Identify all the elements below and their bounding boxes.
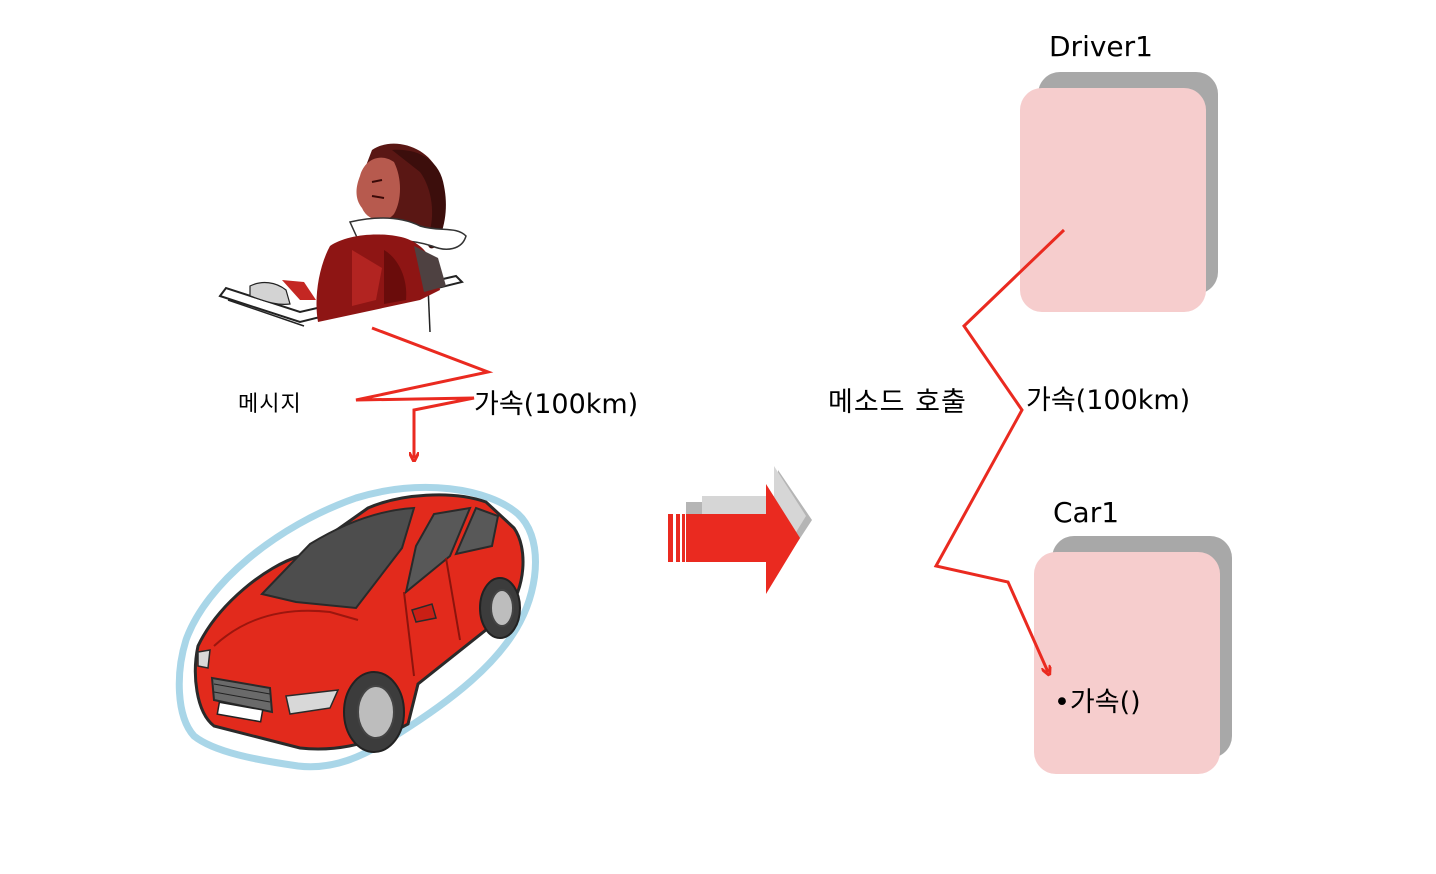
message-argument-label: 가속(100km) — [474, 389, 639, 420]
car-method-label: •가속() — [1054, 687, 1141, 718]
driver-object-box — [1020, 72, 1218, 312]
method-argument-label: 가속(100km) — [1026, 385, 1191, 416]
driver-object-title: Driver1 — [1049, 30, 1153, 63]
driver-woman-icon — [218, 143, 467, 333]
method-call-label: 메소드 호출 — [828, 387, 967, 418]
car-object-box — [1034, 536, 1232, 774]
message-label: 메시지 — [238, 392, 302, 417]
method-call-arrow — [933, 228, 1066, 672]
car-object-title: Car1 — [1053, 496, 1120, 529]
message-arrow — [355, 326, 494, 458]
transition-arrow-icon — [668, 466, 812, 594]
red-car-icon — [175, 483, 539, 771]
